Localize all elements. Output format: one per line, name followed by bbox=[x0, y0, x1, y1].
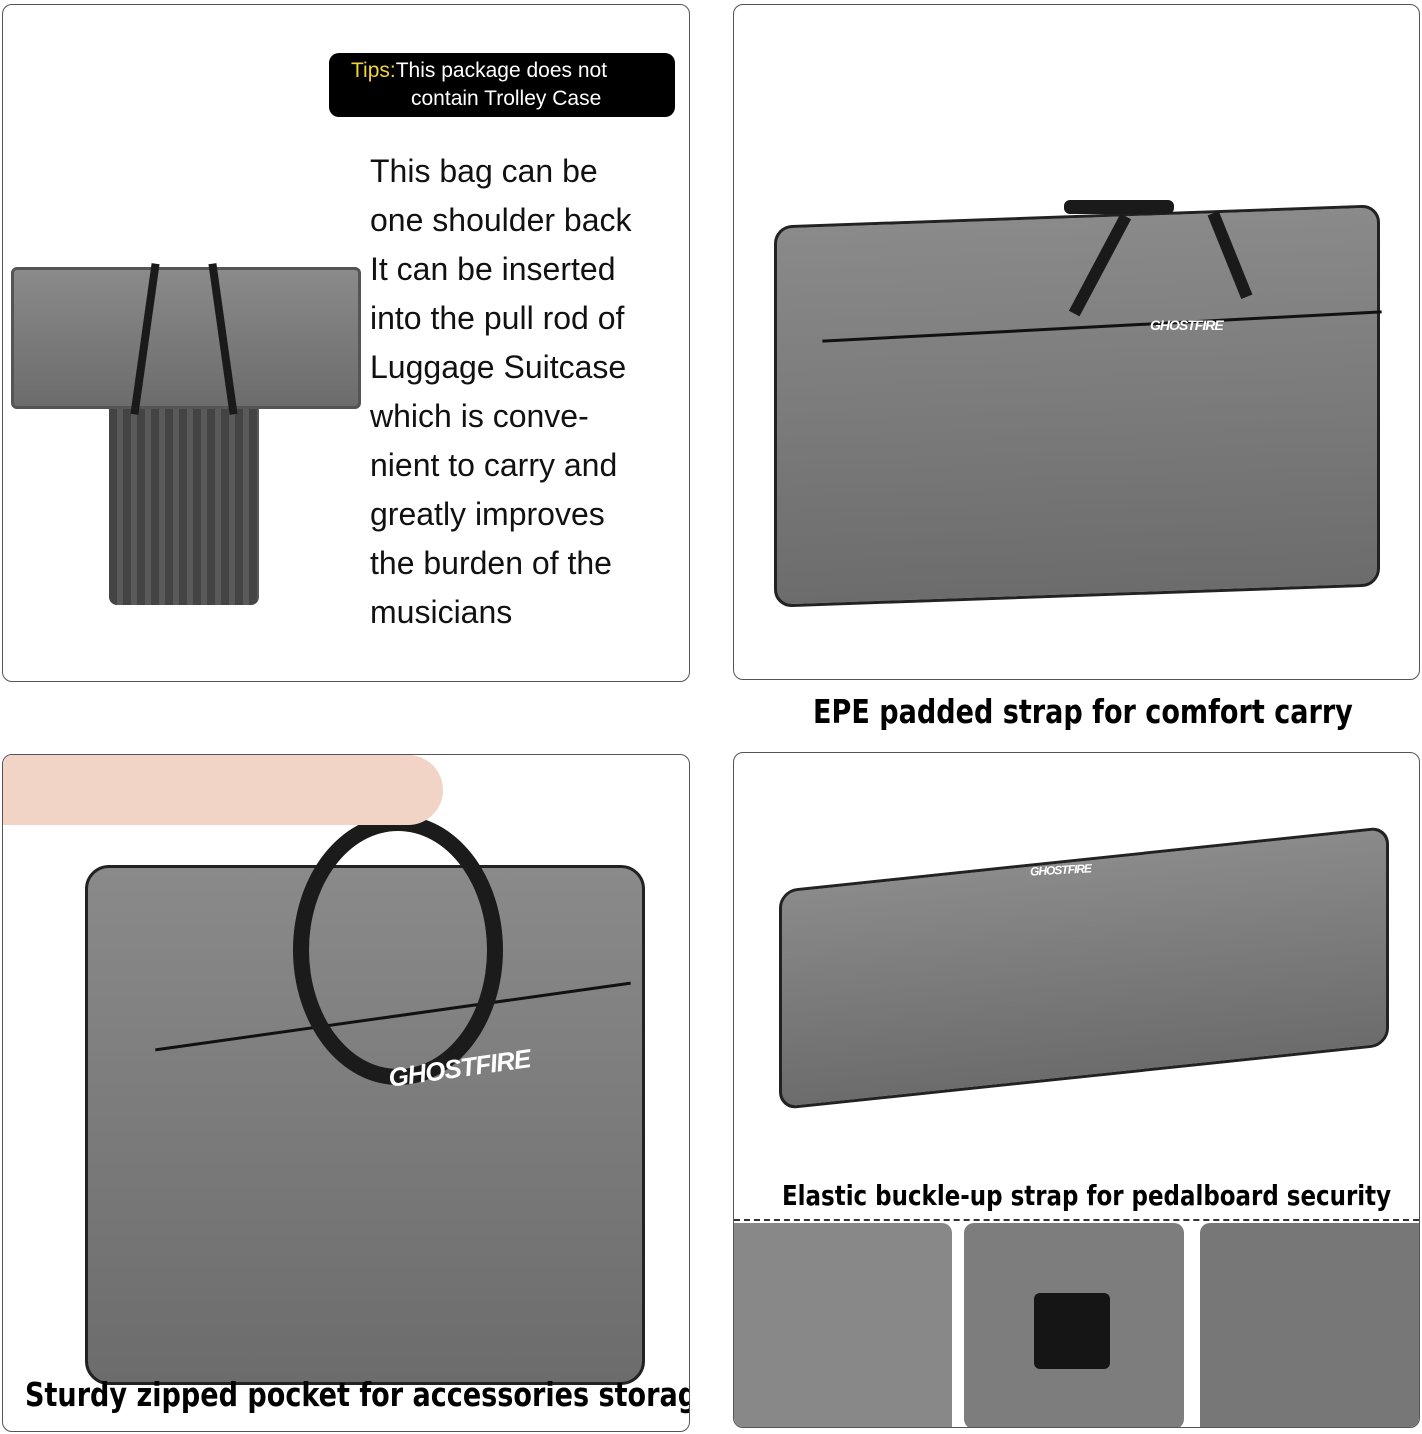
description-line: which is conve- bbox=[370, 398, 589, 434]
description-line: one shoulder back bbox=[370, 202, 632, 238]
panel-trolley: Tips:This package does not contain Troll… bbox=[2, 4, 690, 682]
panel-strap: GHOSTFIRE bbox=[733, 4, 1420, 680]
panel-buckle: GHOSTFIRE Elastic buckle-up strap for pe… bbox=[733, 752, 1420, 1428]
description-line: musicians bbox=[370, 594, 513, 630]
caption-strap: EPE padded strap for comfort carry bbox=[813, 692, 1353, 731]
detail-buckle-image bbox=[964, 1223, 1184, 1427]
description-line: the burden of the bbox=[370, 545, 612, 581]
tips-label: Tips: bbox=[351, 59, 396, 82]
description-line: It can be inserted bbox=[370, 251, 616, 287]
bag-image bbox=[11, 267, 361, 409]
cable-image bbox=[293, 815, 503, 1085]
detail-shoulder-strap-image bbox=[734, 1223, 952, 1427]
caption-pocket: Sturdy zipped pocket for accessories sto… bbox=[25, 1375, 690, 1414]
suitcase-image bbox=[109, 395, 259, 605]
bag-image bbox=[774, 204, 1380, 608]
description-line: Luggage Suitcase bbox=[370, 349, 627, 385]
description-line: into the pull rod of bbox=[370, 300, 625, 336]
description: This bag can be one shoulder back It can… bbox=[370, 147, 632, 637]
description-line: This bag can be bbox=[370, 153, 598, 189]
description-line: nient to carry and bbox=[370, 447, 618, 483]
description-line: greatly improves bbox=[370, 496, 605, 532]
brand-logo: GHOSTFIRE bbox=[1150, 317, 1224, 333]
detail-zipper-image bbox=[1200, 1223, 1419, 1427]
tips-banner: Tips:This package does not contain Troll… bbox=[329, 53, 675, 117]
caption-buckle: Elastic buckle-up strap for pedalboard s… bbox=[782, 1179, 1392, 1212]
hand-image bbox=[3, 755, 443, 825]
tips-text: This package does not bbox=[395, 59, 608, 82]
tips-text-2: contain Trolley Case bbox=[411, 87, 602, 110]
panel-pocket: GHOSTFIRE Sturdy zipped pocket for acces… bbox=[2, 754, 690, 1432]
